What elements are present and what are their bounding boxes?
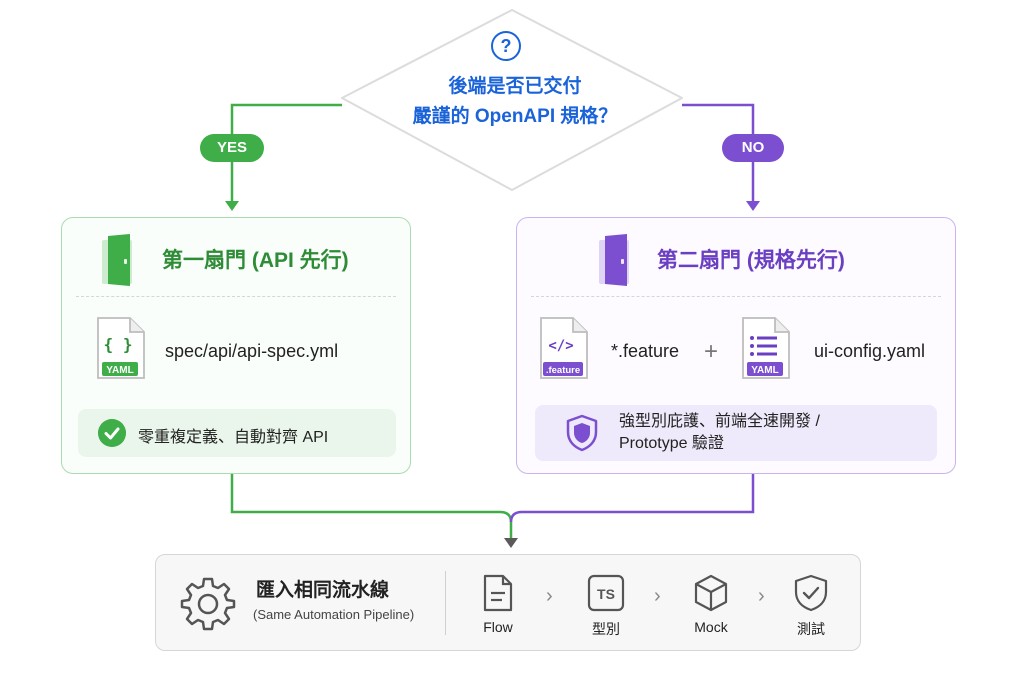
pipeline-title: 匯入相同流水線 [256,580,390,601]
decision-question: 後端是否已交付 嚴謹的 OpenAPI 規格？ [370,72,660,132]
yaml-file-name: ui-config.yaml [814,341,926,361]
yaml-badge: YAML [106,365,133,376]
door1-benefit-banner: 零重複定義、自動對齊 API [78,409,396,457]
yaml-badge: YAML [751,365,778,376]
cube-icon [694,574,728,612]
document-icon [483,574,513,612]
pipeline-panel: 匯入相同流水線 (Same Automation Pipeline) Flow … [155,554,861,651]
step-label-flow: Flow [483,619,513,635]
no-arrowhead [746,201,760,211]
door2-title: 第二扇門 (規格先行) [657,249,845,272]
door2-benefit-banner: 強型別庇護、前端全速開發 / Prototype 驗證 [535,405,937,461]
door1-card: 第一扇門 (API 先行) { } YAML spec/api/api-spec… [61,217,411,474]
merge-connector-green [230,474,513,540]
ts-icon: TS [587,574,625,612]
door1-title: 第一扇門 (API 先行) [162,249,349,272]
door2-benefit-text: 強型別庇護、前端全速開發 / Prototype 驗證 [619,411,820,455]
door1-benefit-text: 零重複定義、自動對齊 API [138,429,329,446]
yes-label: YES [200,134,264,162]
door-icon [599,234,629,286]
question-circle-icon: ? [491,31,521,61]
yaml-file-icon: { } YAML [97,317,145,379]
merge-arrowhead [504,538,518,548]
door2-card: 第二扇門 (規格先行) </> .feature *.feature + YAM… [516,217,956,474]
pipeline-separator [445,571,446,635]
feature-badge: .feature [546,365,580,376]
yaml-file-icon: YAML [742,317,790,379]
yaml-glyph: { } [104,335,133,354]
check-circle-icon [98,419,126,447]
plus-sign: + [704,338,719,365]
chevron-right-icon: › [654,585,661,607]
door2-divider [531,296,941,297]
pipeline-step-types: TS 型別 [571,573,641,639]
decision-line-1: 後端是否已交付 [448,76,582,97]
yes-arrowhead [225,201,239,211]
decision-diamond [341,9,683,191]
yes-connector [230,103,342,205]
door-icon [102,234,132,286]
step-label-mock: Mock [694,619,728,635]
pipeline-step-flow: Flow [463,573,533,635]
feature-glyph: </> [548,338,573,354]
no-label: NO [722,134,784,162]
shield-check-icon [794,574,828,612]
feature-file-name: *.feature [611,341,680,361]
pipeline-subtitle: (Same Automation Pipeline) [253,607,415,622]
shield-icon [566,414,598,452]
ts-glyph: TS [597,586,615,602]
merge-connector-purple [509,474,755,523]
door2-benefit-line-2: Prototype 驗證 [619,435,724,452]
feature-file-icon: </> .feature [540,317,588,379]
gear-icon [180,577,236,631]
no-connector [682,103,755,205]
chevron-right-icon: › [546,585,553,607]
step-label-test: 測試 [797,621,825,637]
pipeline-step-test: 測試 [776,573,846,639]
chevron-right-icon: › [758,585,765,607]
door1-divider [76,296,396,297]
decision-line-2: 嚴謹的 OpenAPI 規格？ [412,106,618,127]
door2-benefit-line-1: 強型別庇護、前端全速開發 / [619,413,820,430]
door1-file-path: spec/api/api-spec.yml [165,341,339,361]
step-label-types: 型別 [592,621,620,637]
pipeline-step-mock: Mock [676,573,746,635]
